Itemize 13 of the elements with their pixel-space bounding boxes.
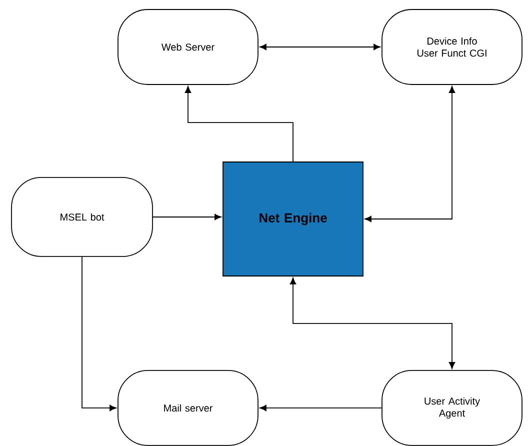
arrow — [82, 256, 116, 412]
process-box: Mail server — [118, 370, 258, 446]
arrow — [260, 44, 380, 50]
process-box: Device Info User Funct CGI — [382, 9, 522, 85]
process-box: Web Server — [118, 9, 258, 85]
arrow — [290, 278, 456, 369]
arrow — [260, 404, 382, 412]
arrow — [184, 86, 294, 162]
process-box: MSEL bot — [11, 177, 153, 257]
arrow — [152, 214, 222, 220]
process-box: User Activity Agent — [382, 370, 522, 446]
arrow — [364, 86, 456, 222]
engine-box: Net Engine — [222, 162, 364, 276]
